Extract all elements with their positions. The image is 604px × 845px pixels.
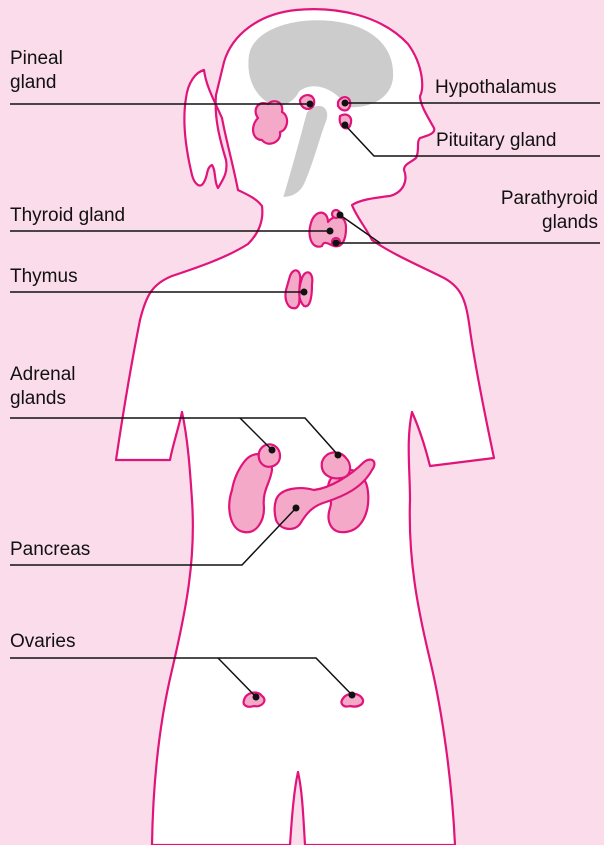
- dot-pancreas: [293, 505, 300, 512]
- label-pineal-gland: Pineal gland: [10, 47, 63, 95]
- label-parathyroid-line1: Parathyroid: [501, 187, 598, 211]
- dot-adrenal-left: [269, 447, 276, 454]
- label-adrenal-line2: glands: [10, 387, 76, 411]
- dot-ovary-left: [253, 694, 260, 701]
- label-adrenal-glands: Adrenal glands: [10, 363, 76, 411]
- dot-adrenal-right: [335, 452, 342, 459]
- thymus-gland: [285, 270, 312, 308]
- label-hypothalamus: Hypothalamus: [435, 76, 556, 100]
- dot-parathyroid-lower: [333, 240, 340, 247]
- label-pancreas: Pancreas: [10, 538, 90, 562]
- dot-thymus: [301, 289, 308, 296]
- dot-hypothalamus: [342, 100, 349, 107]
- label-parathyroid-glands: Parathyroid glands: [501, 187, 598, 235]
- label-thyroid-gland: Thyroid gland: [10, 204, 125, 228]
- dot-pineal: [307, 101, 314, 108]
- label-pineal-line2: gland: [10, 71, 63, 95]
- label-adrenal-line1: Adrenal: [10, 363, 76, 387]
- label-parathyroid-line2: glands: [501, 211, 598, 235]
- label-ovaries: Ovaries: [10, 630, 75, 654]
- label-pituitary-gland: Pituitary gland: [436, 129, 556, 153]
- dot-pituitary: [342, 122, 349, 129]
- label-pineal-line1: Pineal: [10, 47, 63, 71]
- dot-parathyroid-upper: [337, 212, 344, 219]
- dot-thyroid: [327, 228, 334, 235]
- dot-ovary-right: [349, 692, 356, 699]
- label-thymus: Thymus: [10, 265, 78, 289]
